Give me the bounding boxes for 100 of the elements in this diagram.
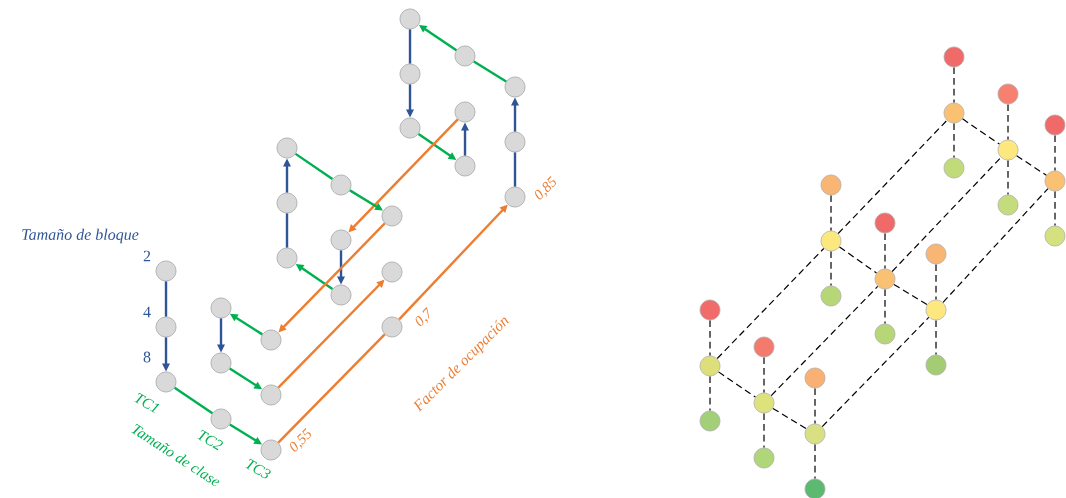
circle-node [454, 155, 476, 177]
tick-label: 0,55 [290, 428, 311, 452]
circle-node [381, 261, 403, 283]
dashed-line [962, 118, 1000, 145]
connector-line [294, 152, 334, 181]
circle-node [997, 83, 1019, 105]
circle-node [753, 336, 775, 358]
connector-line [513, 152, 517, 187]
circle-node [1044, 225, 1066, 247]
connector-line [408, 29, 412, 64]
tick-label: 0,85 [535, 176, 556, 200]
dashed-line [884, 288, 886, 325]
circle-node [699, 410, 721, 432]
circle-node [260, 329, 282, 351]
circle-node [1044, 114, 1066, 136]
dashed-line [763, 356, 765, 394]
circle-node [820, 285, 842, 307]
dashed-line [716, 247, 825, 360]
circle-node [504, 76, 526, 98]
dashed-line [953, 66, 955, 104]
circle-node [925, 243, 947, 265]
circle-node [330, 174, 352, 196]
circle-node [155, 316, 177, 338]
dashed-line [814, 387, 816, 425]
dashed-line [709, 319, 711, 357]
dashed-line [770, 285, 879, 397]
dashed-line [772, 407, 807, 430]
circle-node [874, 323, 896, 345]
circle-node [399, 63, 421, 85]
circle-node [997, 139, 1019, 161]
circle-node [699, 355, 721, 377]
connector-line [164, 281, 168, 317]
connector-line [473, 60, 507, 83]
circle-node [874, 212, 896, 234]
connector-line [285, 213, 289, 248]
circle-node [925, 354, 947, 376]
circle-node [260, 439, 282, 461]
dashed-line [1054, 134, 1056, 172]
circle-node [753, 447, 775, 469]
dashed-line [884, 232, 886, 270]
circle-node [155, 371, 177, 393]
dashed-line [891, 156, 1002, 273]
dashed-line [837, 119, 948, 235]
circle-node [943, 157, 965, 179]
circle-node [804, 478, 826, 498]
circle-node [504, 131, 526, 153]
dashed-line [1007, 103, 1009, 141]
circle-node [1044, 170, 1066, 192]
circle-node [155, 260, 177, 282]
circle-node [454, 45, 476, 67]
connector-line [173, 386, 214, 415]
arrow [349, 189, 383, 211]
dashed-line [830, 250, 832, 287]
circle-node [997, 194, 1019, 216]
tick-label: 4 [143, 306, 151, 318]
tick-label: 2 [143, 250, 151, 262]
dashed-line [1007, 159, 1009, 196]
circle-node [210, 352, 232, 374]
circle-node [330, 284, 352, 306]
circle-node [943, 46, 965, 68]
circle-node [399, 117, 421, 139]
circle-node [210, 408, 232, 430]
dashed-line [1016, 155, 1047, 176]
circle-node [210, 297, 232, 319]
circle-node [381, 205, 403, 227]
circle-node [399, 8, 421, 30]
dashed-line [935, 319, 937, 356]
circle-node [804, 423, 826, 445]
dashed-line [763, 412, 765, 449]
dashed-line [838, 246, 878, 274]
circle-node [874, 268, 896, 290]
tick-label: TC1 [134, 392, 160, 414]
circle-node [699, 299, 721, 321]
arrow [229, 423, 262, 445]
dashed-line [821, 316, 930, 428]
tick-label: TC2 [197, 429, 223, 451]
circle-node [925, 299, 947, 321]
circle-node [381, 316, 403, 338]
connector-line [277, 333, 386, 444]
tick-label: 8 [143, 351, 151, 363]
circle-node [276, 137, 298, 159]
circle-node [330, 229, 352, 251]
circle-node [943, 102, 965, 124]
dashed-line [935, 263, 937, 301]
dashed-line [953, 122, 955, 159]
dashed-line [814, 443, 816, 480]
tick-label: TC3 [245, 458, 271, 479]
circle-node [260, 384, 282, 406]
circle-node [820, 230, 842, 252]
circle-node [820, 174, 842, 196]
dashed-line [718, 371, 757, 398]
circle-node [804, 367, 826, 389]
axis-label: Tamaño de bloque [22, 228, 139, 244]
dashed-line [709, 375, 711, 412]
circle-node [276, 247, 298, 269]
circle-node [454, 101, 476, 123]
circle-node [276, 192, 298, 214]
circle-node [753, 392, 775, 414]
circle-node [504, 186, 526, 208]
tick-label: 0,7 [415, 307, 430, 326]
